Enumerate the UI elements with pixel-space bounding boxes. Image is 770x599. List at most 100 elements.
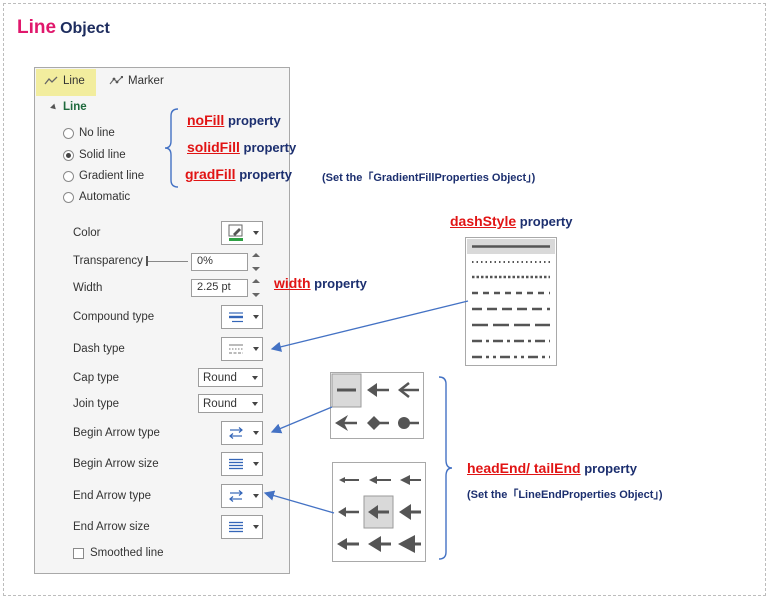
begin-arrow-type-label: Begin Arrow type	[73, 427, 160, 439]
compound-lines-icon	[222, 306, 250, 328]
radio-label: Gradient line	[79, 170, 145, 182]
dash-lines-icon	[222, 338, 250, 360]
solidfill-name: solidFill	[187, 139, 240, 155]
gradfill-note: (Set the「GradientFillProperties Object」)	[322, 172, 536, 184]
tab-marker-label: Marker	[128, 75, 164, 87]
gradfill-annotation: gradFill property	[185, 166, 292, 182]
chevron-down-icon	[253, 231, 259, 235]
transparency-input[interactable]: 0%	[191, 253, 248, 271]
dash-type-button[interactable]	[221, 337, 263, 361]
title-sub: Object	[60, 20, 110, 37]
dashstyle-name: dashStyle	[450, 213, 517, 229]
transparency-slider-track[interactable]	[148, 261, 188, 262]
color-picker-button[interactable]	[221, 221, 263, 245]
gradfill-word: property	[239, 167, 292, 182]
smoothed-line-checkbox[interactable]	[73, 548, 84, 559]
gradfill-name: gradFill	[185, 166, 236, 182]
begin-arrow-size-label: Begin Arrow size	[73, 458, 159, 470]
end-arrow-size-label: End Arrow size	[73, 521, 150, 533]
line-chart-icon	[44, 76, 58, 85]
transparency-slider-thumb[interactable]	[146, 256, 148, 266]
spin-down-icon[interactable]	[252, 293, 260, 297]
radio-label: Solid line	[79, 149, 126, 161]
width-label: Width	[73, 282, 103, 294]
arrow-sizes-graphic	[337, 475, 421, 553]
title-main: Line	[17, 17, 57, 38]
dash-style-preview	[465, 237, 557, 366]
chevron-down-icon	[253, 525, 259, 529]
compound-type-label: Compound type	[73, 311, 155, 323]
solidfill-annotation: solidFill property	[187, 139, 296, 155]
compound-type-button[interactable]	[221, 305, 263, 329]
headend-name: headEnd/ tailEnd	[467, 460, 581, 476]
radio-button-icon	[63, 191, 74, 203]
radio-no-line[interactable]: No line	[63, 127, 115, 139]
marker-chart-icon	[109, 76, 123, 85]
radio-solid-line[interactable]: Solid line	[63, 149, 126, 161]
transparency-label: Transparency	[73, 255, 143, 267]
section-line-header[interactable]: Line	[50, 101, 87, 113]
radio-button-icon	[63, 127, 74, 139]
end-arrow-size-button[interactable]	[221, 515, 263, 539]
tab-line-label: Line	[63, 75, 85, 87]
smoothed-line-label: Smoothed line	[90, 547, 164, 559]
transparency-spinner[interactable]	[250, 253, 262, 271]
end-arrow-type-button[interactable]	[221, 484, 263, 508]
width-input[interactable]: 2.25 pt	[191, 279, 248, 297]
dashstyle-word: property	[519, 214, 573, 229]
arrow-type-icon	[222, 485, 250, 507]
radio-button-icon	[63, 170, 74, 182]
arrow-type-icon	[222, 422, 250, 444]
arrow-brace	[438, 376, 453, 560]
dash-styles-graphic	[467, 239, 555, 359]
tab-line[interactable]: Line	[36, 69, 96, 96]
chevron-down-icon	[253, 347, 259, 351]
arrow-begin-preview	[330, 372, 424, 439]
join-type-label: Join type	[73, 398, 120, 410]
chevron-down-icon	[253, 462, 259, 466]
chevron-down-icon	[252, 401, 258, 406]
chevron-down-icon	[252, 375, 258, 380]
end-arrow-type-label: End Arrow type	[73, 490, 151, 502]
dashstyle-annotation: dashStyle property	[450, 213, 573, 229]
nofill-name: noFill	[187, 112, 225, 128]
tab-marker[interactable]: Marker	[101, 69, 172, 96]
chevron-down-icon	[253, 431, 259, 435]
width-spinner[interactable]	[250, 279, 262, 297]
width-name: width	[274, 275, 311, 291]
arrow-size-icon	[222, 516, 250, 538]
cap-type-dropdown[interactable]: Round	[198, 368, 263, 387]
radio-label: No line	[79, 127, 115, 139]
cap-type-label: Cap type	[73, 372, 120, 384]
join-type-dropdown[interactable]: Round	[198, 394, 263, 413]
begin-arrow-type-button[interactable]	[221, 421, 263, 445]
radio-automatic[interactable]: Automatic	[63, 191, 130, 203]
chevron-down-icon	[253, 494, 259, 498]
spin-up-icon[interactable]	[252, 279, 260, 283]
color-label: Color	[73, 227, 101, 239]
dash-type-label: Dash type	[73, 343, 125, 355]
format-line-panel: Line Marker Line No line Solid line Grad…	[34, 67, 290, 574]
headend-note: (Set the「LineEndProperties Object」)	[467, 489, 663, 501]
arrow-heads-graphic	[331, 373, 419, 431]
arrow-end-preview	[332, 462, 426, 562]
begin-arrow-size-button[interactable]	[221, 452, 263, 476]
figure-frame	[3, 3, 766, 596]
radio-gradient-line[interactable]: Gradient line	[63, 170, 144, 182]
radio-button-selected-icon	[63, 149, 74, 161]
width-annotation: width property	[274, 275, 367, 291]
pen-color-icon	[222, 222, 250, 244]
radio-label: Automatic	[79, 191, 131, 203]
solidfill-word: property	[243, 140, 297, 155]
join-type-value: Round	[203, 397, 237, 410]
spin-up-icon[interactable]	[252, 253, 260, 257]
nofill-annotation: noFill property	[187, 112, 281, 128]
arrow-size-icon	[222, 453, 250, 475]
chevron-down-icon	[253, 315, 259, 319]
cap-type-value: Round	[203, 371, 237, 384]
fill-brace	[164, 108, 179, 188]
spin-down-icon[interactable]	[252, 267, 260, 271]
headend-word: property	[584, 461, 637, 476]
